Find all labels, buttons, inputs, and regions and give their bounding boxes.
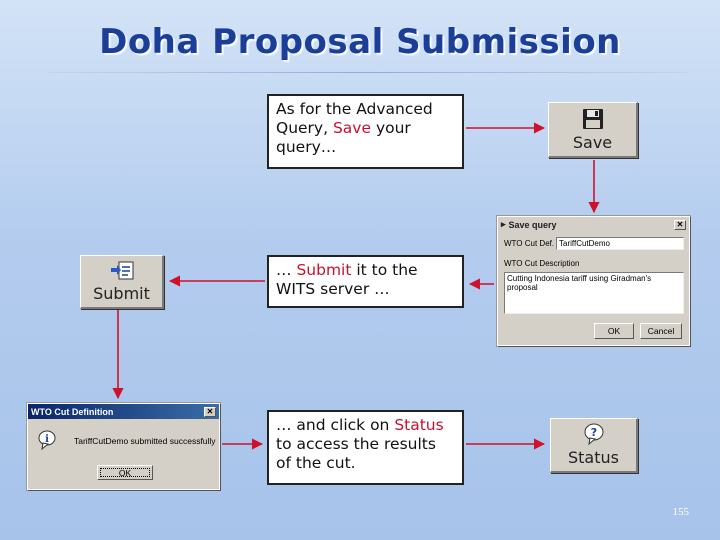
submit-button-label: Submit xyxy=(93,284,150,303)
submit-button[interactable]: Submit xyxy=(80,255,164,309)
floppy-disk-icon xyxy=(582,109,603,129)
cut-def-input[interactable]: TariffCutDemo xyxy=(556,237,684,250)
definition-titlebar: WTO Cut Definition ✕ xyxy=(28,404,219,419)
callout-status-text: … and click on xyxy=(276,416,395,434)
svg-text:?: ? xyxy=(590,426,596,439)
close-icon[interactable]: ✕ xyxy=(204,406,216,417)
callout-submit: … Submit it to the WITS server … xyxy=(267,255,464,308)
cut-description-input[interactable]: Cutting Indonesia tariff using Giradman'… xyxy=(504,272,684,314)
page-number: 155 xyxy=(672,506,690,518)
submit-icon xyxy=(110,261,133,280)
save-button[interactable]: Save xyxy=(548,102,638,158)
dialog-ok-button[interactable]: OK xyxy=(594,323,634,339)
save-query-title: Save query xyxy=(508,219,557,230)
cut-def-label: WTO Cut Def. xyxy=(504,239,555,248)
slide-title: Doha Proposal Submission xyxy=(99,22,621,62)
callout-status: … and click on Status to access the resu… xyxy=(267,410,464,485)
save-query-titlebar: ▸ Save query ✕ xyxy=(498,217,689,232)
status-button[interactable]: ? Status xyxy=(550,418,638,473)
definition-ok-button[interactable]: OK xyxy=(97,465,153,480)
dialog-icon: ▸ xyxy=(501,219,506,229)
callout-status-text-end: to access the results of the cut. xyxy=(276,435,436,472)
svg-text:i: i xyxy=(45,434,49,445)
callout-submit-text: … xyxy=(276,261,297,279)
wto-cut-definition-dialog: WTO Cut Definition ✕ i TariffCutDemo sub… xyxy=(27,403,220,490)
title-divider xyxy=(48,72,688,73)
callout-status-highlight: Status xyxy=(394,416,444,434)
save-query-dialog: ▸ Save query ✕ WTO Cut Def. TariffCutDem… xyxy=(497,216,690,346)
dialog-cancel-button[interactable]: Cancel xyxy=(640,323,682,339)
callout-save: As for the Advanced Query, Save your que… xyxy=(267,94,464,169)
cut-description-label: WTO Cut Description xyxy=(504,259,580,268)
status-button-label: Status xyxy=(568,448,619,467)
info-bubble-icon: i xyxy=(38,430,56,450)
callout-save-text: As for the Advanced Query, xyxy=(276,100,433,137)
callout-submit-text-end: it to the WITS server … xyxy=(276,261,418,298)
save-button-label: Save xyxy=(572,133,613,152)
callout-save-highlight: Save xyxy=(332,119,372,137)
callout-save-text-end: your query… xyxy=(276,119,411,156)
callout-submit-highlight: Submit xyxy=(296,261,352,279)
close-icon[interactable]: ✕ xyxy=(674,219,686,230)
question-bubble-icon: ? xyxy=(584,423,603,445)
definition-message: TariffCutDemo submitted successfully xyxy=(74,436,216,446)
definition-title: WTO Cut Definition xyxy=(31,406,114,417)
